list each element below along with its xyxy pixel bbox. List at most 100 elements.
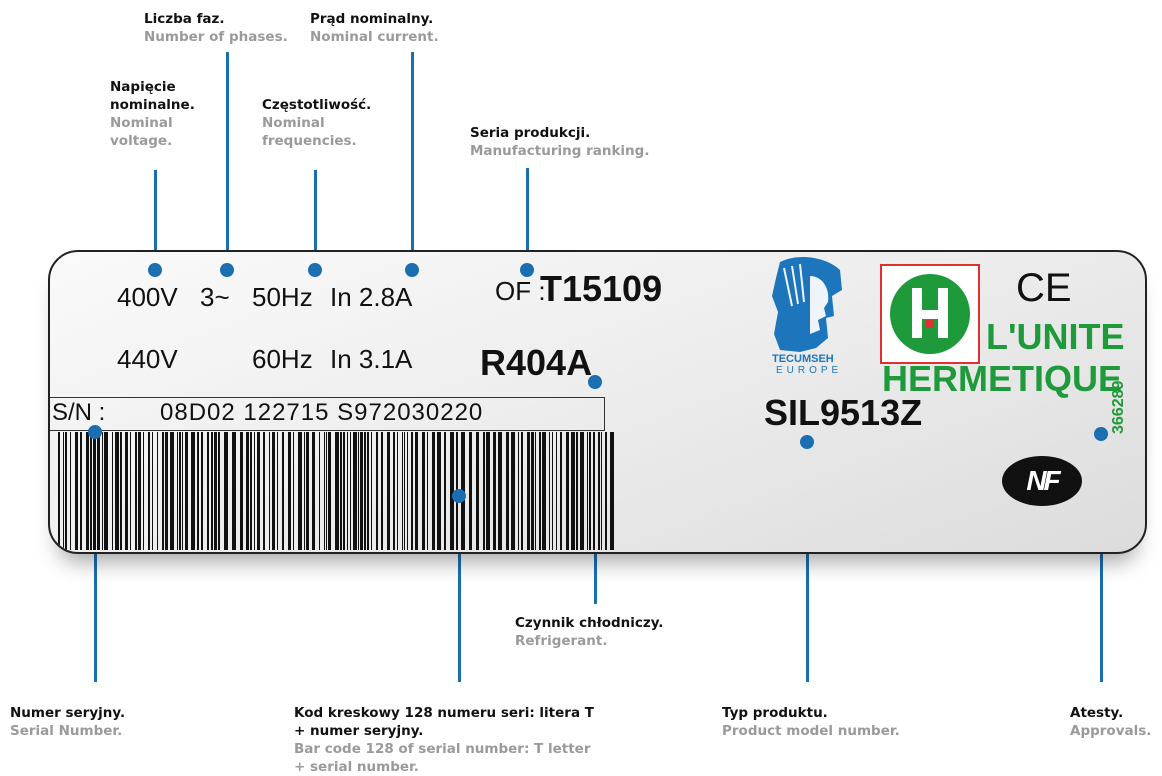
plate-serial-number: 08D02 122715 S972030220 bbox=[160, 399, 484, 426]
barcode-bar bbox=[157, 432, 158, 550]
barcode-bar bbox=[427, 432, 428, 550]
barcode-bar bbox=[571, 432, 575, 550]
serial-box: S/N : 08D02 122715 S972030220 bbox=[50, 397, 605, 431]
barcode-bar bbox=[112, 432, 113, 550]
annotation-model-en: Product model number. bbox=[722, 723, 900, 739]
barcode-bar bbox=[347, 432, 348, 550]
barcode-bar bbox=[179, 432, 181, 550]
barcode-bar bbox=[498, 432, 502, 550]
barcode-bar bbox=[556, 432, 557, 550]
plate-ranking: T15109 bbox=[540, 268, 663, 309]
barcode-bar bbox=[70, 432, 71, 550]
barcode-bar bbox=[162, 432, 164, 550]
tecumseh-line2: EUROPE bbox=[776, 365, 843, 376]
barcode-bar bbox=[102, 432, 103, 550]
barcode-bar bbox=[298, 432, 302, 550]
barcode-bar bbox=[288, 432, 291, 550]
barcode-bar bbox=[364, 432, 366, 550]
barcode-bar bbox=[177, 432, 178, 550]
annotation-voltage: Napięcie nominalne. Nominal voltage. bbox=[110, 78, 220, 150]
barcode-bar bbox=[191, 432, 195, 550]
dot-serial bbox=[88, 425, 102, 439]
barcode-bar bbox=[326, 432, 327, 550]
barcode-bar bbox=[324, 432, 325, 550]
barcode-bar bbox=[86, 432, 89, 550]
barcode-bar bbox=[312, 432, 315, 550]
dot-frequency bbox=[308, 263, 322, 277]
barcode-bar bbox=[518, 432, 519, 550]
barcode-bar bbox=[152, 432, 153, 550]
annotation-refrigerant: Czynnik chłodniczy. Refrigerant. bbox=[515, 614, 663, 650]
barcode-bar bbox=[560, 432, 562, 550]
barcode-bar bbox=[75, 432, 78, 550]
dot-refrigerant bbox=[588, 375, 602, 389]
barcode-bar bbox=[411, 432, 413, 550]
barcode-bar bbox=[250, 432, 252, 550]
barcode-bar bbox=[246, 432, 249, 550]
barcode-bar bbox=[353, 432, 357, 550]
barcode-bar bbox=[531, 432, 534, 550]
barcode-bar bbox=[211, 432, 213, 550]
barcode-bar bbox=[306, 432, 309, 550]
nf-logo: NF bbox=[1002, 456, 1082, 506]
barcode-bar bbox=[80, 432, 82, 550]
plate-of-prefix: OF : bbox=[495, 276, 546, 306]
barcode-bar bbox=[381, 432, 383, 550]
annotation-model: Typ produktu. Product model number. bbox=[722, 704, 900, 740]
tecumseh-line1: TECUMSEH bbox=[772, 353, 834, 365]
barcode-bar bbox=[476, 432, 479, 550]
leader-model bbox=[806, 442, 809, 682]
annotation-approvals-pl: Atesty. bbox=[1070, 705, 1124, 721]
barcode-bar bbox=[437, 432, 441, 550]
plate-frequency-2: 60Hz bbox=[252, 344, 313, 374]
annotation-barcode-en: Bar code 128 of serial number: T letter … bbox=[294, 741, 591, 775]
annotation-frequency-pl: Częstotliwość. bbox=[262, 97, 372, 113]
barcode-bar bbox=[605, 432, 607, 550]
annotation-serial: Numer seryjny. Serial Number. bbox=[10, 704, 125, 740]
barcode-bar bbox=[328, 432, 331, 550]
annotation-barcode: Kod kreskowy 128 numeru seri: litera T +… bbox=[294, 704, 594, 776]
barcode-bar bbox=[182, 432, 183, 550]
barcode-bar bbox=[407, 432, 408, 550]
barcode-bar bbox=[566, 432, 569, 550]
barcode-bar bbox=[207, 432, 209, 550]
tecumseh-chief-icon bbox=[772, 256, 842, 352]
barcode-bar bbox=[469, 432, 472, 550]
barcode-bar bbox=[360, 432, 363, 550]
barcode-bar bbox=[90, 432, 92, 550]
annotation-model-pl: Typ produktu. bbox=[722, 705, 828, 721]
barcode-bar bbox=[97, 432, 100, 550]
annotation-voltage-en: Nominal voltage. bbox=[110, 115, 173, 149]
barcode-bar bbox=[197, 432, 199, 550]
barcode-bar bbox=[93, 432, 96, 550]
dot-approvals bbox=[1094, 427, 1108, 441]
barcode-bar bbox=[539, 432, 541, 550]
dot-ranking bbox=[520, 263, 534, 277]
annotation-voltage-pl: Napięcie nominalne. bbox=[110, 79, 195, 113]
annotation-frequency: Częstotliwość. Nominal frequencies. bbox=[262, 96, 382, 150]
barcode-bar bbox=[527, 432, 530, 550]
barcode-bar bbox=[587, 432, 588, 550]
dot-phases bbox=[220, 263, 234, 277]
barcode-bar bbox=[201, 432, 203, 550]
barcode-bar bbox=[269, 432, 270, 550]
annotation-frequency-en: Nominal frequencies. bbox=[262, 115, 357, 149]
barcode-bar bbox=[367, 432, 369, 550]
annotation-current: Prąd nominalny. Nominal current. bbox=[310, 10, 439, 46]
barcode-bar bbox=[135, 432, 137, 550]
barcode-bar bbox=[610, 432, 614, 550]
barcode-bar bbox=[402, 432, 403, 550]
barcode-bar bbox=[65, 432, 67, 550]
barcode-bar bbox=[335, 432, 339, 550]
annotation-refrigerant-en: Refrigerant. bbox=[515, 633, 608, 649]
barcode-bar bbox=[576, 432, 578, 550]
barcode-bar bbox=[450, 432, 454, 550]
barcode-bar bbox=[165, 432, 168, 550]
barcode bbox=[58, 432, 614, 550]
brand-line2: HERMETIQUE bbox=[882, 358, 1123, 399]
barcode-bar bbox=[350, 432, 351, 550]
barcode-bar bbox=[486, 432, 490, 550]
barcode-bar bbox=[63, 432, 64, 550]
leader-voltage bbox=[154, 170, 157, 270]
dot-model bbox=[800, 435, 814, 449]
